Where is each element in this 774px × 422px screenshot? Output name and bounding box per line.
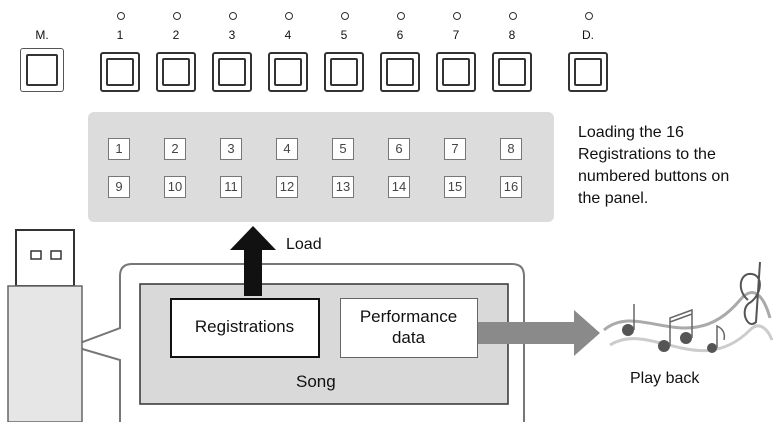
led-1 — [117, 12, 125, 20]
registration-memory-area: 1 2 3 4 5 6 7 8 9 10 11 12 13 14 15 16 — [88, 112, 554, 222]
button-3-label: 3 — [228, 28, 236, 42]
registration-slot-7: 7 — [444, 138, 466, 160]
led-6 — [397, 12, 405, 20]
registration-slot-15: 15 — [444, 176, 466, 198]
playback-label: Play back — [630, 370, 700, 387]
song-label: Song — [296, 372, 336, 391]
button-6-label: 6 — [396, 28, 404, 42]
led-2 — [173, 12, 181, 20]
registration-slot-10: 10 — [164, 176, 186, 198]
registration-slot-2: 2 — [164, 138, 186, 160]
registrations-box: Registrations — [170, 298, 320, 358]
registration-slot-5: 5 — [332, 138, 354, 160]
registration-button-6[interactable] — [380, 52, 420, 92]
button-4-label: 4 — [284, 28, 292, 42]
memory-button-label: M. — [35, 28, 49, 42]
registration-button-1[interactable] — [100, 52, 140, 92]
registration-slot-12: 12 — [276, 176, 298, 198]
registration-slot-6: 6 — [388, 138, 410, 160]
led-3 — [229, 12, 237, 20]
registration-slot-8: 8 — [500, 138, 522, 160]
performance-label-line1: Performance — [359, 307, 458, 326]
registrations-label: Registrations — [194, 317, 295, 336]
caption-line-2: Registrations to the — [578, 146, 716, 163]
led-d — [585, 12, 593, 20]
registration-slot-1: 1 — [108, 138, 130, 160]
button-8-label: 8 — [508, 28, 516, 42]
playback-arrow-shaft — [470, 322, 578, 344]
button-5-label: 5 — [340, 28, 348, 42]
performance-data-box: Performance data — [340, 298, 478, 358]
registration-slot-13: 13 — [332, 176, 354, 198]
button-7-label: 7 — [452, 28, 460, 42]
led-7 — [453, 12, 461, 20]
led-5 — [341, 12, 349, 20]
caption-line-1: Loading the 16 — [578, 124, 684, 141]
registration-slot-14: 14 — [388, 176, 410, 198]
registration-slot-11: 11 — [220, 176, 242, 198]
registration-button-7[interactable] — [436, 52, 476, 92]
memory-button[interactable] — [20, 48, 64, 92]
load-arrow-shaft — [244, 248, 262, 296]
caption-line-4: the panel. — [578, 190, 649, 207]
usb-flash-drive-icon — [7, 229, 83, 422]
registration-button-8[interactable] — [492, 52, 532, 92]
registration-button-5[interactable] — [324, 52, 364, 92]
performance-label-line2: data — [391, 328, 426, 347]
d-button[interactable] — [568, 52, 608, 92]
caption-line-3: numbered buttons on — [578, 168, 730, 185]
button-2-label: 2 — [172, 28, 180, 42]
led-4 — [285, 12, 293, 20]
loading-caption: Loading the 16 Registrations to the numb… — [578, 122, 729, 210]
led-8 — [509, 12, 517, 20]
playback-arrow-head — [574, 310, 600, 356]
load-arrow-head — [230, 226, 276, 250]
registration-button-2[interactable] — [156, 52, 196, 92]
registration-slot-16: 16 — [500, 176, 522, 198]
music-notes-icon — [603, 261, 774, 353]
load-label: Load — [286, 236, 322, 253]
registration-slot-3: 3 — [220, 138, 242, 160]
registration-button-3[interactable] — [212, 52, 252, 92]
registration-slot-4: 4 — [276, 138, 298, 160]
d-button-label: D. — [582, 28, 594, 42]
button-1-label: 1 — [116, 28, 124, 42]
registration-button-4[interactable] — [268, 52, 308, 92]
registration-slot-9: 9 — [108, 176, 130, 198]
